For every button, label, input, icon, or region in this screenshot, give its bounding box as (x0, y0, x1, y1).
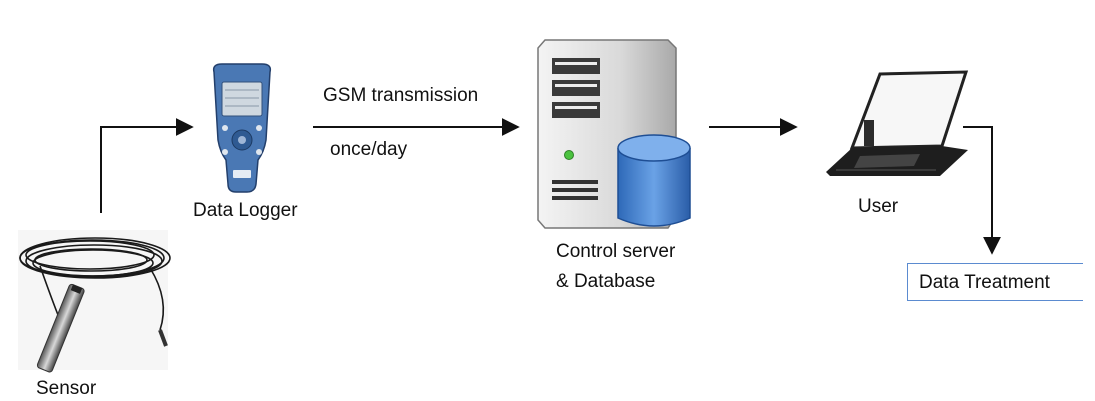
user-label: User (858, 196, 899, 217)
laptop-icon (826, 70, 969, 176)
server-label-line2: & Database (556, 271, 656, 292)
arrow-user-to-treatment (963, 126, 1001, 255)
logger-label: Data Logger (193, 200, 298, 221)
data-treatment-box: Data Treatment (907, 263, 1083, 301)
server-database-icon (537, 39, 691, 229)
transmission-label: GSM transmission (323, 85, 479, 106)
handheld-logger-icon (212, 63, 272, 193)
frequency-label: once/day (330, 139, 408, 160)
server-label-line1: Control server (556, 241, 676, 262)
sensor-cable-icon (18, 230, 171, 373)
sensor-label: Sensor (36, 378, 97, 399)
database-icon (617, 134, 691, 227)
arrow-sensor-to-logger (100, 118, 194, 213)
data-treatment-label: Data Treatment (919, 272, 1050, 293)
